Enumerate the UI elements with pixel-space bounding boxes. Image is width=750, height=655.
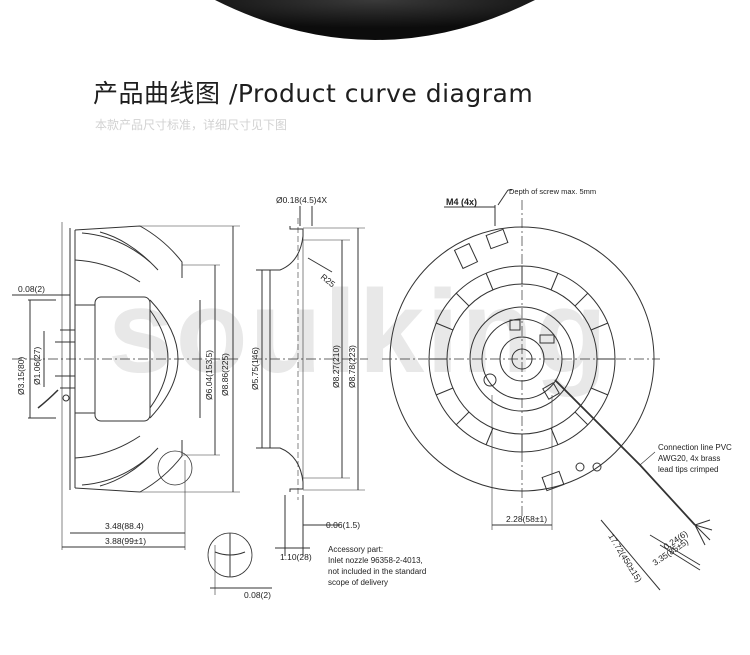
connection-line-2: AWG20, 4x brass [658, 454, 720, 463]
note-line-4: scope of delivery [328, 578, 388, 587]
dim-inlet-dia: Ø5.75(146) [250, 347, 260, 390]
connection-note: Connection line PVC AWG20, 4x brass lead… [658, 443, 732, 474]
nozzle-view [252, 206, 368, 556]
dim-mount-width: 2.28(58±1) [506, 514, 547, 524]
dim-cable-length: 17.72(450±15) [606, 532, 644, 584]
fan-product-photo [215, 0, 535, 40]
note-line-2: Inlet nozzle 96358-2-4013, [328, 556, 423, 565]
page-title: 产品曲线图 /Product curve diagram [93, 79, 534, 108]
dim-height: 1.10(28) [280, 552, 312, 562]
note-line-1: Accessory part: [328, 545, 383, 554]
dim-impeller-dia: Ø8.86(225) [220, 353, 230, 396]
dim-hub-dia: Ø3.15(80) [16, 357, 26, 395]
dim-shaft-dia: Ø1.06(27) [32, 347, 42, 385]
connection-line-3: lead tips crimped [658, 465, 718, 474]
page-subtitle: 本款产品尺寸标准，详细尺寸见下图 [95, 118, 288, 132]
dim-detail-gap: 0.08(2) [244, 590, 271, 600]
dim-shaft-offset: 0.08(2) [18, 284, 45, 294]
dim-outer-dia: Ø6.04(153.5) [204, 350, 214, 400]
dim-bolt-circle: Ø8.27(210) [331, 345, 341, 388]
accessory-note: Accessory part: Inlet nozzle 96358-2-401… [328, 545, 426, 587]
dim-lip: 0.06(1.5) [326, 520, 360, 530]
connection-line-1: Connection line PVC [658, 443, 732, 452]
screw-label: M4 (4x) [446, 197, 477, 207]
dim-flange-dia: Ø8.78(223) [347, 345, 357, 388]
dim-depth-overall: 3.88(99±1) [105, 536, 146, 546]
side-view [12, 222, 272, 595]
note-line-3: not included in the standard [328, 567, 426, 576]
screw-note: Depth of screw max. 5mm [509, 187, 596, 196]
watermark-text: soulking [108, 266, 609, 398]
dim-holes: Ø0.18(4.5)4X [276, 195, 327, 205]
side-view-labels: 0.08(2) Ø3.15(80) Ø1.06(27) Ø6.04(153.5)… [16, 284, 271, 600]
front-view [382, 189, 713, 591]
dim-depth-inner: 3.48(88.4) [105, 521, 144, 531]
